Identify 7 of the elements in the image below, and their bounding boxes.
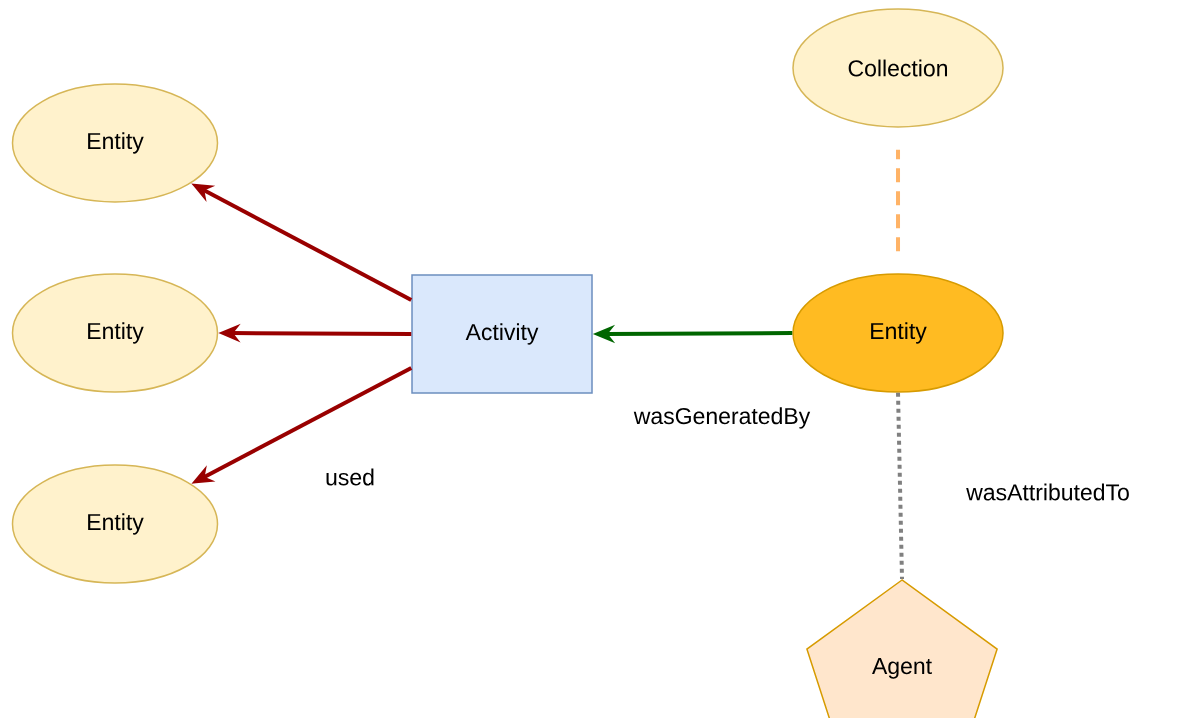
edge-label: wasAttributedTo bbox=[964, 481, 1132, 503]
agent-pentagon: Agent bbox=[806, 579, 998, 718]
edge-label: wasGeneratedBy bbox=[631, 405, 813, 431]
connector-line bbox=[896, 149, 900, 252]
activity-box: Activity bbox=[411, 274, 593, 394]
connector-line bbox=[896, 392, 904, 580]
edge-label: used bbox=[323, 466, 377, 488]
